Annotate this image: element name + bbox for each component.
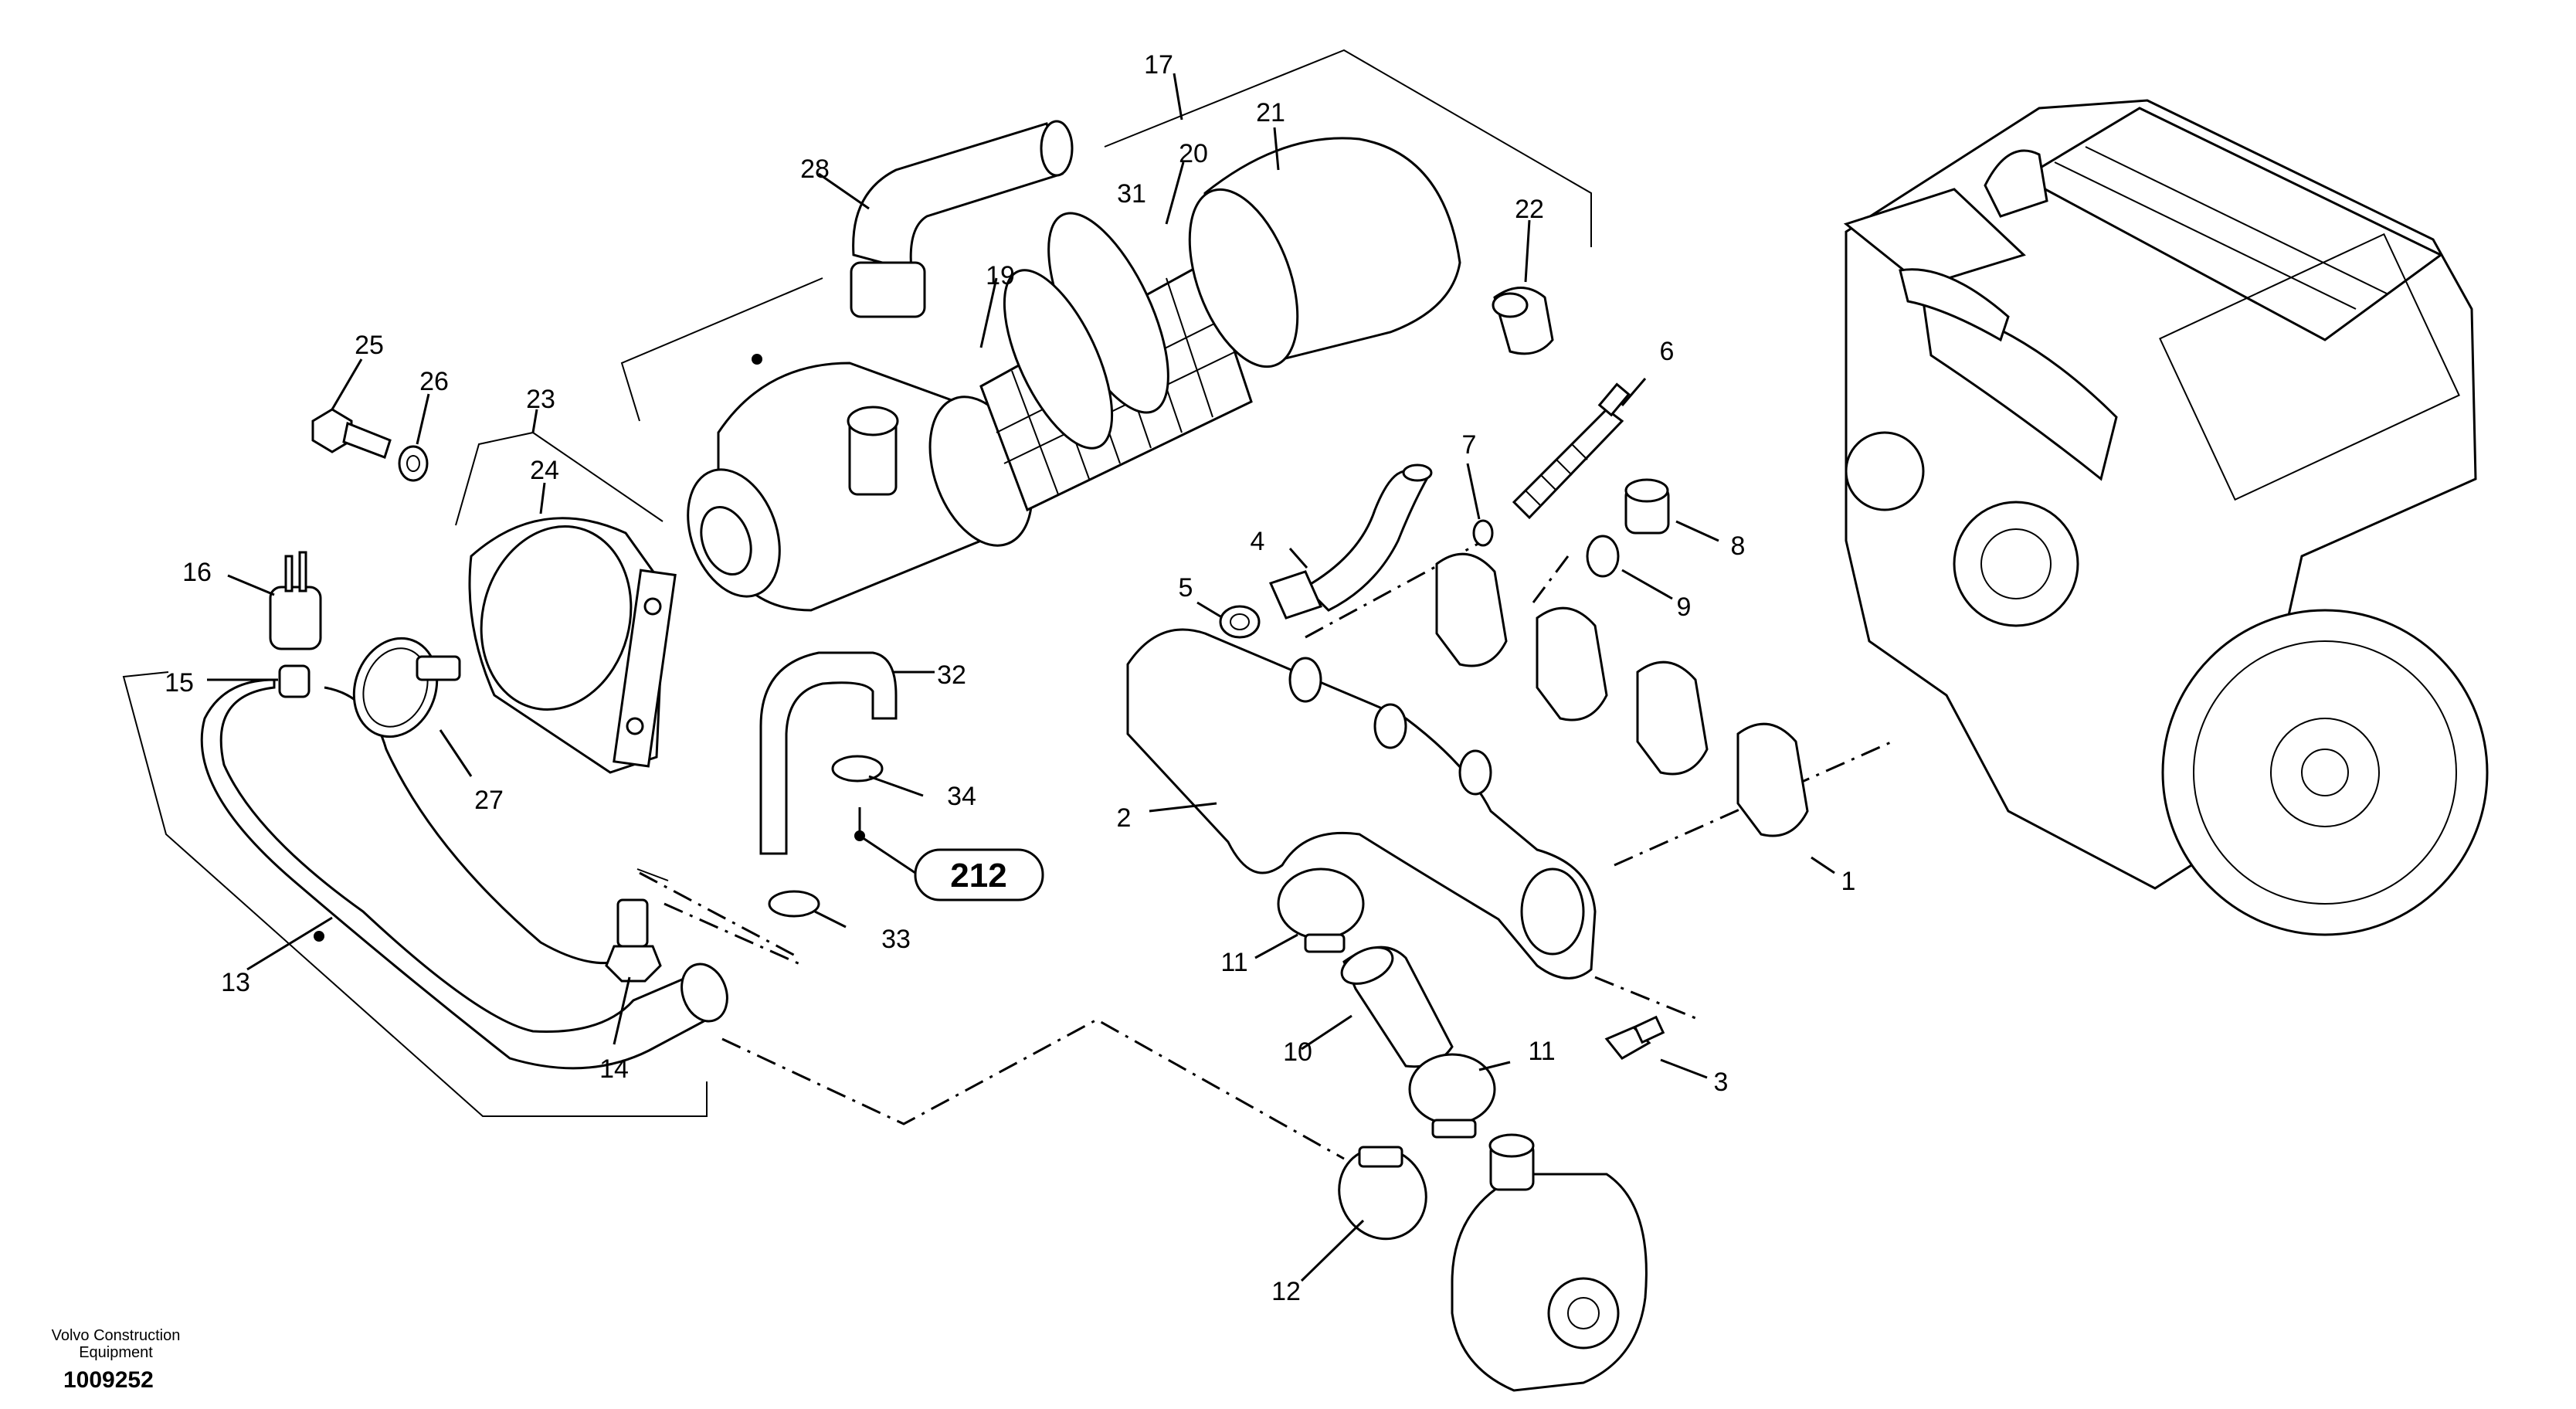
engine-illustration (1843, 99, 2489, 936)
callout-33: 33 (881, 925, 911, 954)
group-bracket-17 (620, 277, 823, 422)
temperature-switch (269, 551, 322, 650)
sealing-washer (1586, 535, 1620, 578)
flow-line-9 (1532, 555, 1570, 603)
group-bracket-17-top (1104, 49, 1592, 247)
callout-14: 14 (599, 1054, 629, 1084)
callout-25: 25 (355, 331, 384, 360)
flow-line-manifold-gasket (1614, 740, 1893, 867)
air-filter-housing (687, 362, 1033, 612)
callout-17: 17 (1144, 50, 1173, 80)
callout-21: 21 (1256, 98, 1285, 127)
callout-1: 1 (1841, 867, 1856, 896)
plug (1624, 478, 1670, 535)
hose-end (680, 963, 728, 1023)
publisher-label: Volvo Construction Equipment (51, 1327, 181, 1361)
callout-19: 19 (986, 261, 1015, 290)
hose-clamp-11-lower (1408, 1053, 1496, 1126)
intake-elbow (850, 120, 1074, 318)
air-filter-cover (1188, 137, 1461, 368)
callout-4: 4 (1251, 527, 1265, 556)
hose-clamp-33 (768, 890, 820, 918)
callout-31: 31 (1117, 179, 1146, 209)
callout-6: 6 (1660, 337, 1675, 366)
group-bracket-23 (455, 431, 664, 526)
marker-dot (752, 354, 762, 365)
callout-27: 27 (474, 786, 504, 815)
manifold-gaskets (1435, 552, 1809, 837)
callout-26: 26 (419, 367, 449, 396)
callout-7: 7 (1462, 430, 1477, 460)
callout-16: 16 (182, 558, 212, 587)
callout-32: 32 (937, 660, 966, 690)
callout-3: 3 (1714, 1068, 1729, 1097)
callout-11b: 11 (1528, 1037, 1555, 1066)
sealing-nut (1219, 605, 1261, 639)
mounting-bracket (468, 517, 677, 774)
reference-box[interactable]: 212 (914, 848, 1044, 901)
reference-label: 212 (950, 857, 1006, 895)
flow-line-pump-33 (639, 871, 800, 959)
callout-2: 2 (1117, 803, 1132, 833)
callout-24: 24 (530, 456, 559, 485)
sealing-ring-2 (1003, 269, 1114, 450)
callout-13: 13 (221, 968, 250, 997)
flow-line-hose-pump (721, 1018, 1345, 1160)
callout-28: 28 (800, 154, 830, 184)
dust-valve (1492, 287, 1554, 355)
hose-clamp-11-upper (1277, 867, 1365, 940)
flow-line-pipe-6 (1305, 535, 1492, 639)
exhaust-manifold (1126, 628, 1597, 980)
callout-12: 12 (1271, 1277, 1301, 1306)
callout-23: 23 (526, 385, 555, 414)
adapter-fitting (278, 664, 311, 698)
hose-clamp-34 (831, 755, 884, 783)
breather-hose (759, 651, 898, 855)
washer (398, 445, 429, 482)
group-bracket-13b (636, 868, 669, 881)
glow-plug-sensor (1512, 382, 1631, 520)
callout-15: 15 (165, 668, 194, 698)
temperature-sensor (1604, 1015, 1665, 1060)
connecting-pipe (1340, 946, 1454, 1068)
callout-5: 5 (1179, 573, 1193, 603)
callout-11a: 11 (1220, 948, 1247, 977)
water-pump (1451, 1133, 1648, 1392)
group-bracket-13 (122, 671, 708, 1117)
drain-hose (1268, 463, 1433, 620)
bolt (311, 408, 392, 459)
leader-lines (207, 73, 1835, 1282)
callout-20: 20 (1179, 139, 1208, 168)
hose-fitting (605, 898, 662, 983)
callout-34: 34 (947, 782, 976, 811)
callout-labels: 1 2 3 4 5 6 7 8 9 10 11 11 12 13 14 15 1… (165, 50, 1855, 1306)
figure-number: 1009252 (63, 1367, 154, 1393)
callout-8: 8 (1731, 531, 1746, 561)
flow-line-manifold-sensor (1594, 976, 1700, 1021)
callout-10: 10 (1283, 1037, 1312, 1067)
callout-9: 9 (1677, 592, 1692, 622)
o-ring (1472, 519, 1494, 547)
marker-dot (314, 931, 324, 942)
callout-22: 22 (1515, 195, 1544, 224)
flow-line-fitting (664, 902, 804, 967)
hose-clamp (352, 637, 461, 738)
